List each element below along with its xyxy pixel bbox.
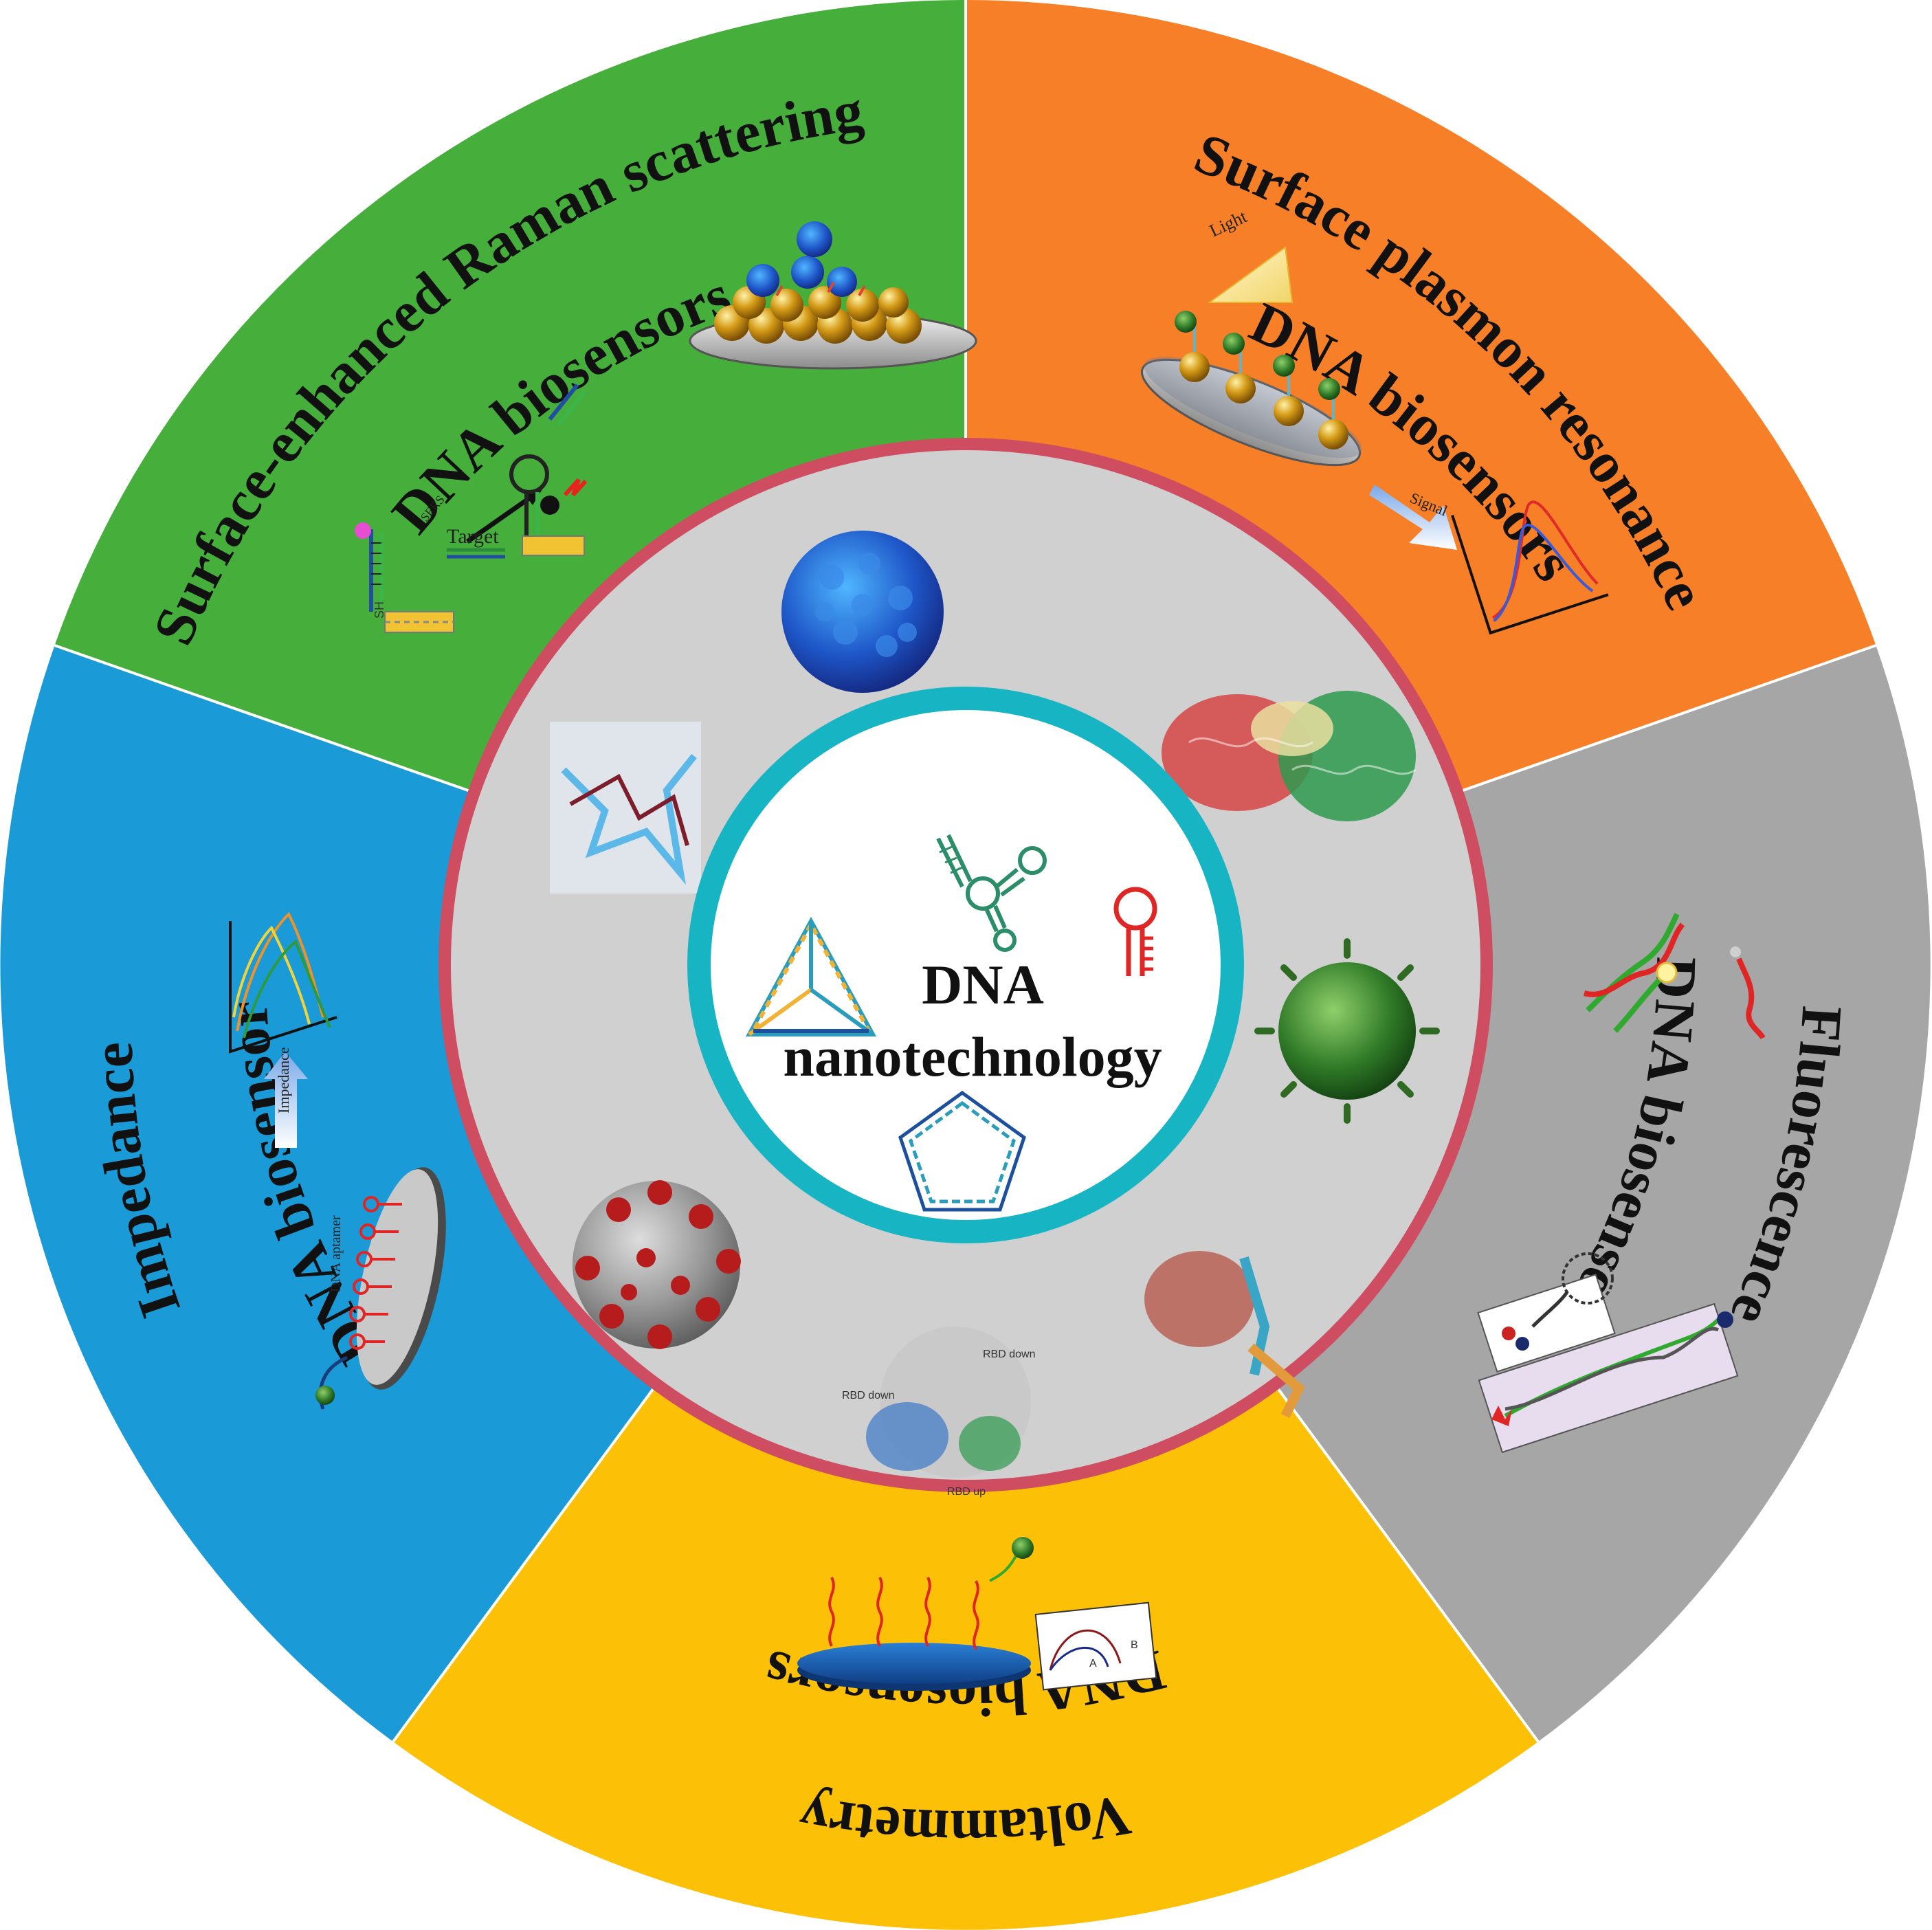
dna-aptamer-icon <box>936 834 1047 952</box>
dna-aptamer-icon <box>349 1196 402 1350</box>
virus-icon <box>1254 938 1440 1124</box>
center-title-line2: nanotechnology <box>783 1025 1162 1088</box>
dna-hairpin-icon: SH SERS <box>355 493 454 633</box>
virus-icon <box>1012 1537 1034 1559</box>
curve-b-label: B <box>1131 1639 1138 1651</box>
dna-pentagon-icon <box>898 1090 1026 1212</box>
protein-icon <box>1162 691 1417 821</box>
light-triangle-icon <box>1207 246 1293 303</box>
dna-duplex-icon <box>548 384 588 426</box>
electrode-disk-icon <box>356 1167 446 1390</box>
double-helix-icon <box>1583 913 1766 1040</box>
rbd-up-label: RBD up <box>947 1486 986 1498</box>
spectrum-curve-icon <box>1451 500 1609 635</box>
center-illustrations: DNA nanotechnology <box>745 834 1162 1212</box>
spr-plate-icon <box>1140 356 1362 467</box>
voltammetry-illustration: A B <box>797 1537 1157 1691</box>
sers-illustration: SH SERS Target <box>355 221 977 633</box>
fluorescence-illustration <box>1477 913 1766 1454</box>
center-title-line1: DNA <box>922 953 1044 1016</box>
voltammogram-icon: A B <box>1034 1601 1157 1691</box>
virus-icon <box>781 531 944 693</box>
center-circle <box>687 687 1244 1243</box>
dna-hairpin-icon <box>1113 887 1157 976</box>
nanoparticle-substrate-icon <box>689 221 977 370</box>
dna-probe-icon <box>828 1553 1019 1650</box>
rbd-down-label-2: RBD down <box>842 1390 894 1401</box>
electrode-disk-icon <box>797 1643 1031 1691</box>
virus-icon <box>315 1386 335 1405</box>
protein-icon: RBD down RBD down RBD up <box>842 1327 1035 1498</box>
impedance-arrow-icon: Impedance <box>264 1047 308 1148</box>
curve-a-label: A <box>1089 1658 1097 1670</box>
target-label: Target <box>447 525 499 548</box>
dna-aptamer-label: DNA aptamer <box>329 1215 344 1292</box>
nyquist-curve-icon <box>229 911 337 1054</box>
dna-hairpin-icon <box>509 384 588 556</box>
impedance-illustration: Impedance DNA aptamer <box>229 911 446 1410</box>
dna-tetrahedron-icon <box>745 916 877 1036</box>
molecular-beacon-panel <box>1477 1252 1739 1454</box>
svg-text:SH: SH <box>373 601 386 619</box>
spr-illustration: Light Signal <box>1140 206 1609 635</box>
middle-ring-illustrations: RBD down RBD down RBD up <box>550 531 1440 1498</box>
rbd-down-label: RBD down <box>983 1349 1035 1360</box>
virus-icon <box>573 1180 741 1349</box>
protein-icon <box>550 722 701 894</box>
impedance-label: Impedance <box>275 1047 292 1114</box>
protein-icon <box>1144 1251 1305 1419</box>
